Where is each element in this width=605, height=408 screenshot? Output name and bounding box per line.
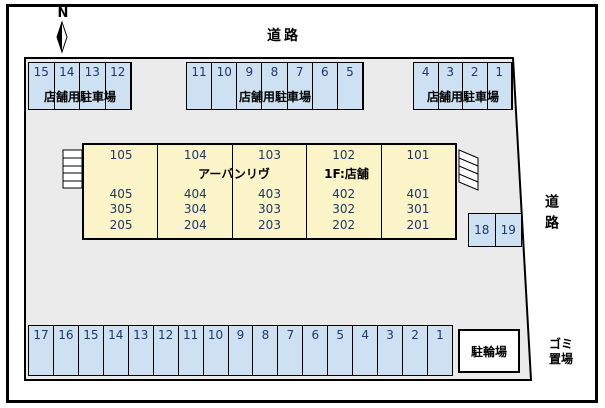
unit-number: 201 — [406, 218, 430, 232]
side-parking-group: 18 19 — [468, 213, 522, 247]
parking-space: 3 — [439, 63, 463, 109]
parking-space: 14 — [55, 63, 80, 109]
parking-space: 8 — [262, 63, 288, 109]
parking-space: 12 — [106, 63, 131, 109]
parking-space: 7 — [278, 326, 304, 375]
parking-space: 15 — [79, 326, 104, 375]
unit-number: 401 — [406, 187, 430, 201]
stairs-hatch-icon — [458, 149, 479, 191]
store-parking-label: 店舗用駐車場 — [238, 90, 311, 104]
unit-number: 204 — [183, 218, 207, 232]
unit-number: 303 — [258, 202, 281, 216]
unit-number: 403 — [258, 187, 281, 201]
store-parking-group-left: 15 14 13 12 店舗用駐車場 — [28, 62, 132, 110]
unit-number: 305 — [109, 202, 133, 216]
parking-space: 6 — [303, 326, 329, 375]
building-floor-label: 1F:店舗 — [324, 167, 369, 181]
unit-number: 304 — [183, 202, 207, 216]
store-parking-group-center: 11 10 9 8 7 6 5 店舗用駐車場 — [186, 62, 364, 110]
parking-space: 4 — [414, 63, 439, 109]
parking-space: 5 — [328, 326, 354, 375]
road-label-right: 道路 — [543, 194, 559, 236]
garbage-label-line2: 置場 — [548, 352, 573, 366]
garbage-label-line1: ゴミ — [548, 337, 573, 351]
unit-number: 101 — [406, 148, 430, 162]
parking-space: 6 — [313, 63, 338, 109]
unit-number: 203 — [258, 218, 281, 232]
parking-space: 16 — [54, 326, 79, 375]
parking-space: 19 — [500, 223, 516, 237]
parking-space: 7 — [288, 63, 313, 109]
parking-space: 11 — [187, 63, 213, 109]
unit-number: 104 — [183, 148, 207, 162]
floor-row-2f: 205 204 203 202 201 — [84, 218, 455, 232]
building-unit-dividers — [84, 145, 455, 238]
parking-space: 1 — [488, 63, 512, 109]
floor-row-3f: 305 304 303 302 301 — [84, 202, 455, 216]
parking-space: 1 — [436, 328, 444, 342]
unit-number: 103 — [258, 148, 281, 162]
building-name: アーバンリヴ — [198, 167, 270, 181]
parking-space: 5 — [338, 63, 363, 109]
parking-space: 10 — [204, 326, 229, 375]
parking-space: 13 — [80, 63, 106, 109]
parking-space: 9 — [229, 326, 254, 375]
parking-space: 13 — [129, 326, 154, 375]
store-parking-group-right: 4 3 2 1 店舗用駐車場 — [413, 62, 513, 110]
compass: N — [48, 6, 78, 21]
unit-number: 105 — [109, 148, 133, 162]
parking-space: 8 — [253, 326, 279, 375]
parking-space: 12 — [154, 326, 179, 375]
parking-space: 10 — [212, 63, 238, 109]
parking-space: 2 — [463, 63, 488, 109]
road-label-top: 道路 — [267, 28, 301, 44]
floor-row-4f: 405 404 403 402 401 — [84, 187, 455, 201]
compass-north-label: N — [57, 6, 69, 21]
unit-number: 205 — [109, 218, 133, 232]
unit-number: 402 — [332, 187, 356, 201]
garbage-area: ゴミ 置場 — [538, 337, 584, 367]
parking-space: 2 — [403, 326, 428, 375]
unit-number: 102 — [332, 148, 356, 162]
parking-space: 11 — [179, 326, 204, 375]
store-parking-label: 店舗用駐車場 — [43, 90, 116, 104]
parking-space: 3 — [378, 326, 404, 375]
unit-number: 404 — [183, 187, 207, 201]
compass-needle-icon — [56, 20, 68, 54]
parking-space: 4 — [353, 326, 379, 375]
parking-space: 18 — [469, 214, 496, 246]
unit-number: 405 — [109, 187, 133, 201]
building: 105 104 103 102 101 アーバンリヴ 1F:店舗 405 404… — [82, 143, 457, 240]
parking-space: 15 — [29, 63, 55, 109]
store-parking-label: 店舗用駐車場 — [426, 90, 499, 104]
unit-number: 202 — [332, 218, 356, 232]
parking-space: 14 — [104, 326, 129, 375]
bottom-parking-group: 17 16 15 14 13 12 11 10 9 8 7 6 5 4 3 2 … — [28, 325, 453, 376]
unit-number: 302 — [332, 202, 356, 216]
parking-space: 17 — [29, 326, 54, 375]
stairs-icon — [62, 149, 83, 189]
floor-row-1f: 105 104 103 102 101 — [84, 148, 455, 162]
unit-number: 301 — [406, 202, 430, 216]
parking-space: 9 — [237, 63, 263, 109]
bicycle-parking: 駐輪場 — [458, 329, 520, 373]
